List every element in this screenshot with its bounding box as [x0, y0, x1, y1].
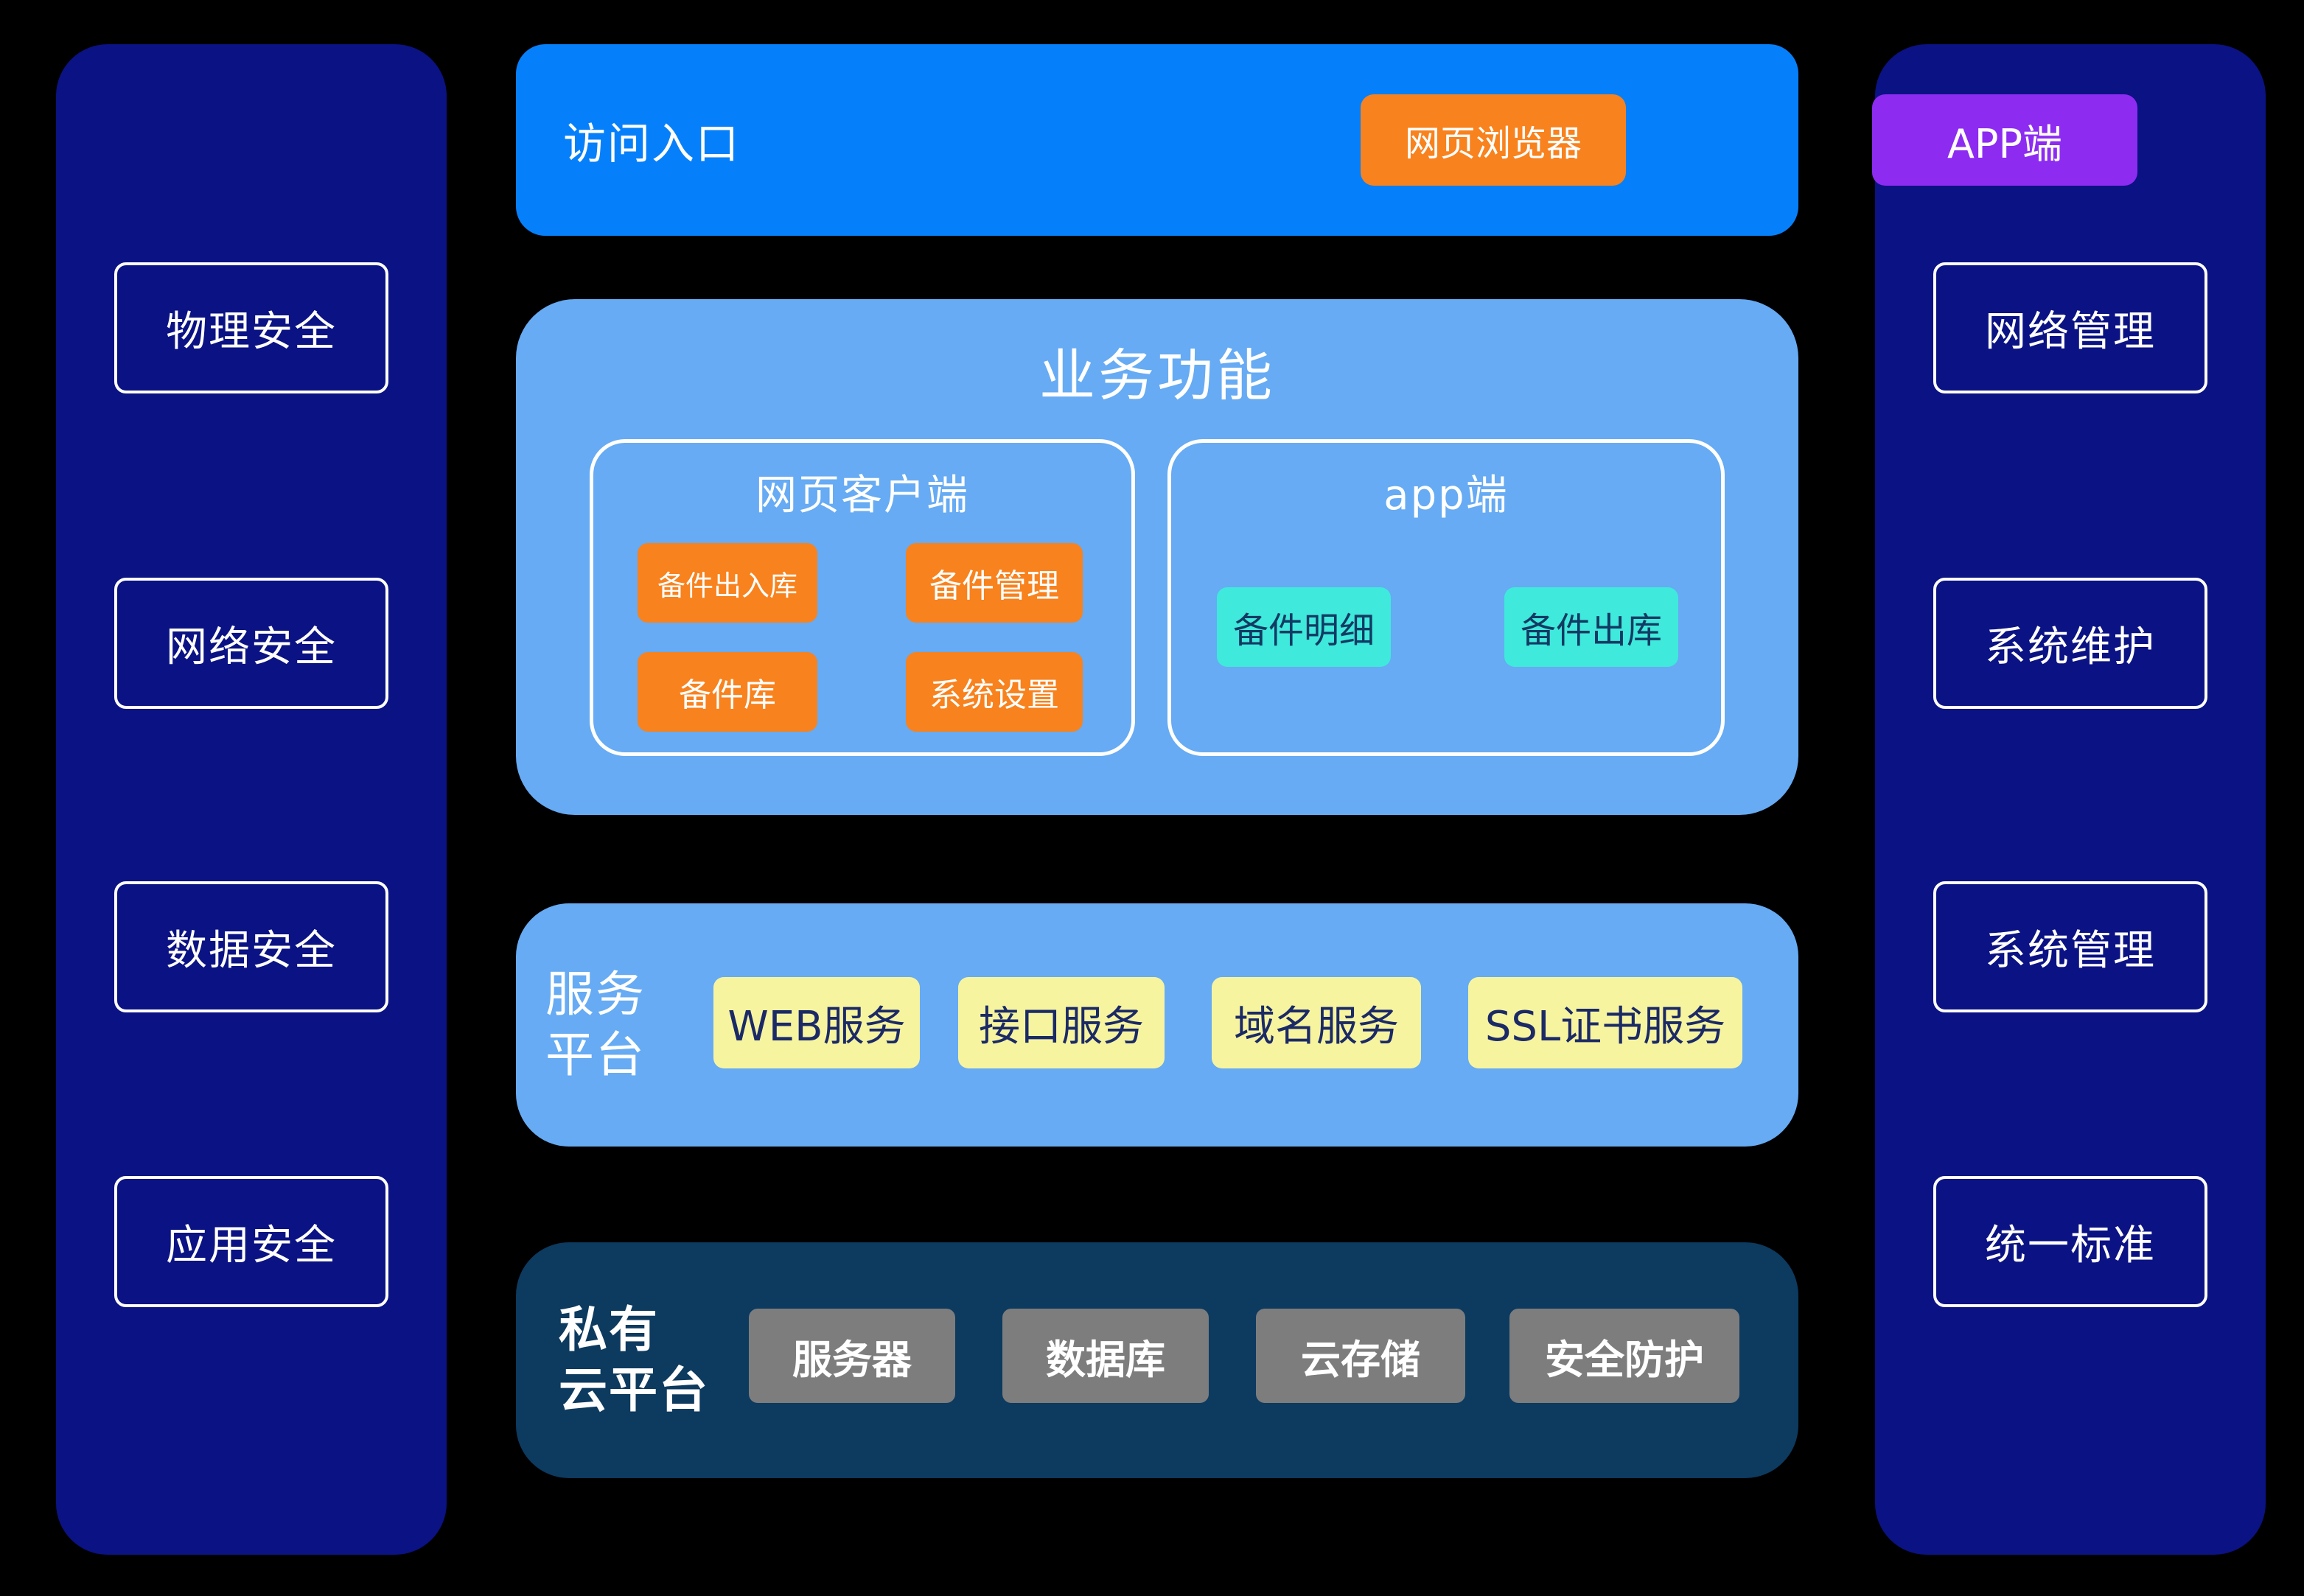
management-item-label: 系统管理 [1985, 926, 2156, 975]
cloud-item-server: 服务器 [749, 1309, 955, 1403]
service-platform-label: 服务 平台 [545, 965, 646, 1084]
security-item-data: 数据安全 [114, 881, 388, 1012]
web-client-item-spare-store: 备件库 [638, 652, 817, 732]
web-client-item-system-settings: 系统设置 [906, 652, 1083, 732]
security-item-label: 物理安全 [166, 307, 337, 356]
security-sidebar: 物理安全 网络安全 数据安全 应用安全 [56, 44, 447, 1555]
private-cloud-panel: 私有 云平台 服务器 数据库 云存储 安全防护 [516, 1242, 1798, 1478]
app-client-item-spare-detail: 备件明细 [1217, 587, 1391, 667]
management-item-label: 统一标准 [1985, 1221, 2156, 1270]
app-client-group: app端 备件明细 备件出库 [1167, 439, 1725, 756]
cloud-item-security: 安全防护 [1509, 1309, 1739, 1403]
business-functions-panel: 业务功能 网页客户端 备件出入库 备件管理 备件库 系统设置 app端 备件明细… [516, 299, 1798, 815]
app-client-node: APP端 [1872, 94, 2137, 186]
app-client-item-spare-out: 备件出库 [1504, 587, 1678, 667]
cloud-item-storage: 云存储 [1256, 1309, 1465, 1403]
management-sidebar: 网络管理 系统维护 系统管理 统一标准 [1875, 44, 2266, 1555]
management-item-unified-standard: 统一标准 [1933, 1176, 2207, 1307]
security-item-network: 网络安全 [114, 578, 388, 709]
business-functions-title: 业务功能 [1039, 343, 1275, 408]
cloud-item-database: 数据库 [1002, 1309, 1209, 1403]
web-client-title: 网页客户端 [755, 472, 969, 519]
web-client-item-spare-inout: 备件出入库 [638, 543, 817, 623]
access-entry-label: 访问入口 [563, 119, 741, 169]
management-item-network-management: 网络管理 [1933, 262, 2207, 393]
app-client-title: app端 [1383, 472, 1509, 519]
security-item-label: 网络安全 [166, 623, 337, 671]
service-item-dns: 域名服务 [1212, 977, 1421, 1068]
security-item-application: 应用安全 [114, 1176, 388, 1307]
management-item-system-maintenance: 系统维护 [1933, 578, 2207, 709]
security-item-physical: 物理安全 [114, 262, 388, 393]
service-item-ssl: SSL证书服务 [1468, 977, 1742, 1068]
management-item-system-management: 系统管理 [1933, 881, 2207, 1012]
management-item-label: 系统维护 [1985, 623, 2156, 671]
access-entry-bar: 访问入口 网页浏览器 APP端 [516, 44, 2137, 236]
web-browser-node: 网页浏览器 [1361, 94, 1626, 186]
web-client-group: 网页客户端 备件出入库 备件管理 备件库 系统设置 [590, 439, 1135, 756]
management-item-label: 网络管理 [1985, 307, 2156, 356]
private-cloud-label: 私有 云平台 [559, 1301, 709, 1419]
web-client-item-spare-manage: 备件管理 [906, 543, 1083, 623]
service-item-web: WEB服务 [713, 977, 920, 1068]
service-platform-panel: 服务 平台 WEB服务 接口服务 域名服务 SSL证书服务 [516, 903, 1798, 1147]
service-item-api: 接口服务 [958, 977, 1165, 1068]
security-item-label: 数据安全 [166, 926, 337, 975]
security-item-label: 应用安全 [166, 1221, 337, 1270]
